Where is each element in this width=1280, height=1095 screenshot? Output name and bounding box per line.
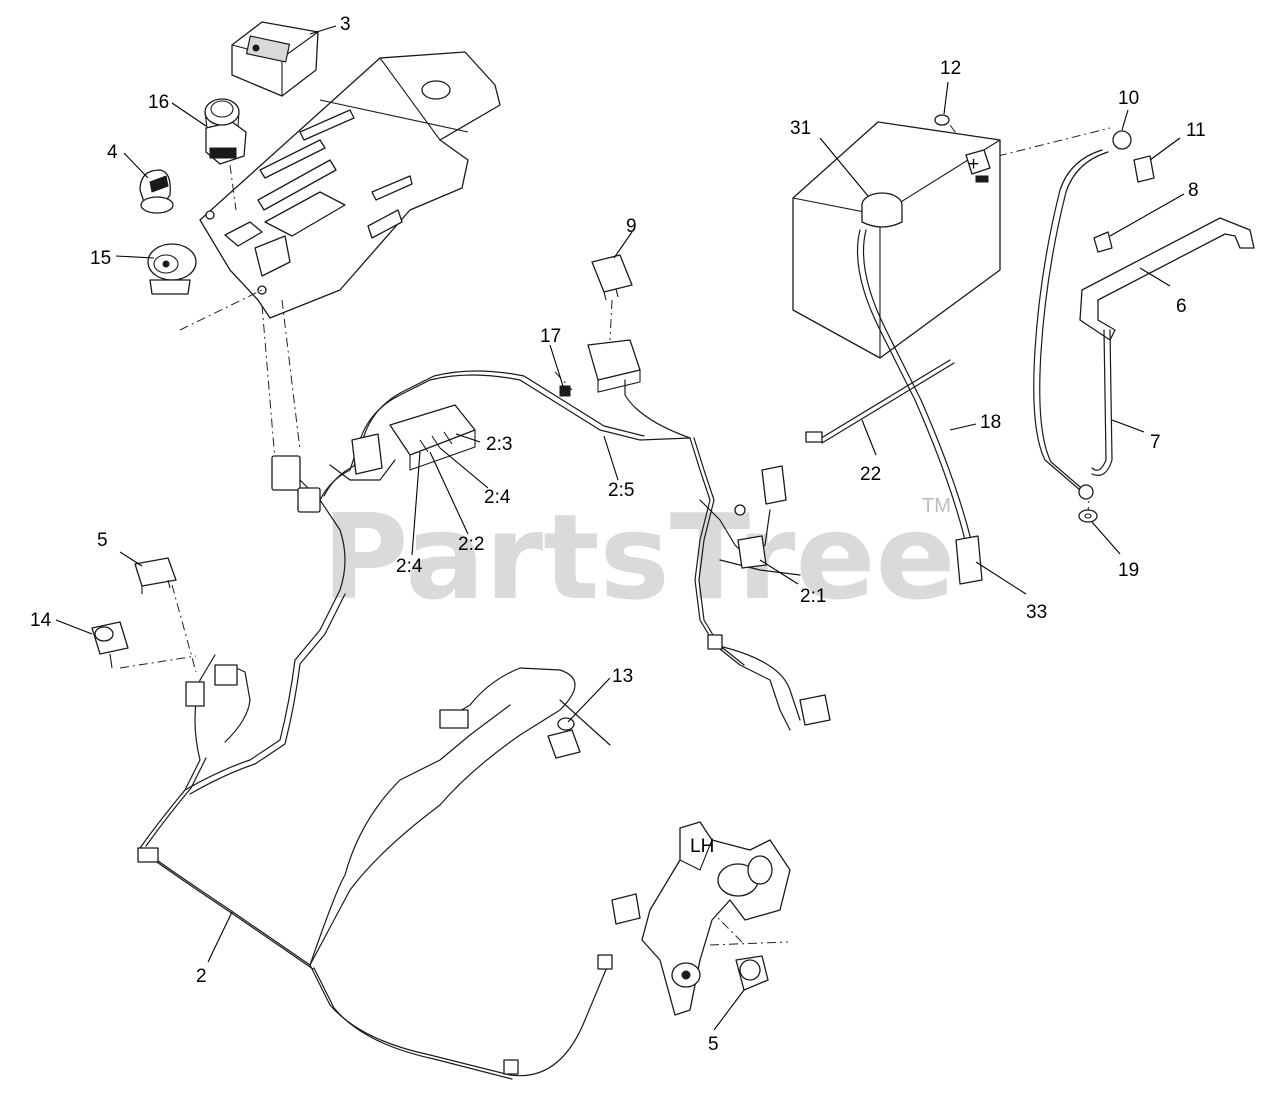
relay-socket: [587, 339, 641, 381]
callout-18: 18: [980, 412, 1001, 433]
harness-clip-1: [707, 634, 723, 650]
callout-4: 4: [107, 142, 118, 163]
assembly-line-15: [179, 289, 263, 331]
ignition-key: [139, 169, 174, 214]
callout-16: 16: [148, 92, 169, 113]
callout-33: 33: [1026, 602, 1047, 623]
callout-2: 2: [196, 966, 207, 987]
washer-19: [1078, 509, 1098, 523]
pedal-mark: LH: [690, 836, 714, 857]
pedal-assembly: LH: [641, 821, 791, 1016]
assembly-line-5a: [171, 584, 197, 673]
connector-pedal: [611, 893, 641, 925]
assembly-line-10: [997, 127, 1111, 157]
callout-10: 10: [1118, 88, 1139, 109]
callout-22: 22: [860, 464, 881, 485]
watermark: PartsTree TM: [322, 488, 956, 626]
tie-strap-13: [547, 699, 611, 759]
callout-12: 12: [940, 58, 961, 79]
neutral-switch: [735, 955, 769, 991]
callout-13: 13: [612, 666, 633, 687]
assembly-line-14: [119, 655, 197, 669]
callout-6: 6: [1176, 296, 1187, 317]
assembly-line-9: [609, 299, 613, 341]
assembly-line-5b: [709, 941, 789, 946]
callout-5b: 5: [708, 1034, 719, 1055]
callout-2-3: 2:3: [486, 434, 512, 455]
callout-2-4b: 2:4: [396, 556, 423, 577]
harness-clip-2: [137, 847, 159, 863]
callout-15: 15: [90, 248, 111, 269]
connector-panel-2: [297, 487, 321, 513]
leader-lines: [55, 25, 1185, 1031]
dash-panel: [199, 51, 501, 319]
connector-right: [799, 694, 831, 726]
switch-14: [91, 621, 129, 669]
display-module: [231, 21, 319, 97]
bolt-11: [1133, 155, 1155, 183]
connector-14: [185, 681, 205, 707]
battery-cable-18: [856, 229, 972, 576]
callout-14: 14: [30, 610, 52, 631]
battery: +: [792, 121, 1001, 359]
callout-2-2: 2:2: [458, 534, 484, 555]
callout-2-1: 2:1: [800, 586, 826, 607]
callout-31: 31: [790, 118, 811, 139]
callout-3: 3: [340, 14, 351, 35]
part-17-screw: [559, 385, 571, 397]
connector-13: [439, 709, 469, 729]
harness-clip-3: [503, 1059, 519, 1075]
watermark-trademark: TM: [922, 495, 951, 517]
callout-11: 11: [1186, 120, 1206, 141]
nut-12: [934, 114, 950, 126]
ring-terminal: [734, 504, 746, 516]
connector-panel: [271, 455, 301, 491]
callout-19: 19: [1118, 560, 1139, 581]
relay: [591, 254, 633, 301]
wire-harness: [139, 370, 801, 1080]
callout-8: 8: [1188, 180, 1199, 201]
callout-2-5: 2:5: [608, 480, 634, 501]
hold-down-rod-7: [1091, 329, 1113, 476]
harness-clip-4: [597, 954, 613, 970]
callouts: 3 16 4 15 9 17 2:3 2:4 2:2 2:4 2:5 2:1 5…: [30, 14, 1206, 1055]
fuse-block: [389, 404, 476, 456]
watermark-text: PartsTree: [322, 488, 956, 626]
callout-2-4a: 2:4: [484, 487, 511, 508]
connector-2-plug: [351, 433, 383, 475]
battery-terminal-mark: +: [968, 154, 979, 175]
tie-strap-22: [805, 359, 955, 444]
assembly-line-panel: [261, 299, 301, 461]
ignition-switch: [147, 243, 197, 295]
wing-nut-8: [1093, 231, 1113, 253]
assembly-line-16: [229, 164, 237, 211]
connector-2-1: [737, 535, 767, 569]
battery-cable-10: [1033, 130, 1132, 500]
connector-5: [214, 664, 238, 686]
connector-2-1-top: [761, 465, 787, 505]
harness-connectors: [137, 339, 831, 1075]
seat-switch: [134, 557, 177, 594]
callout-7: 7: [1150, 432, 1161, 453]
terminal-boot-33: [955, 535, 983, 585]
callout-17: 17: [540, 326, 561, 347]
callout-5a: 5: [97, 530, 108, 551]
callout-9: 9: [626, 216, 637, 237]
assembly-line-12: [949, 124, 971, 153]
pto-switch: [204, 98, 247, 165]
